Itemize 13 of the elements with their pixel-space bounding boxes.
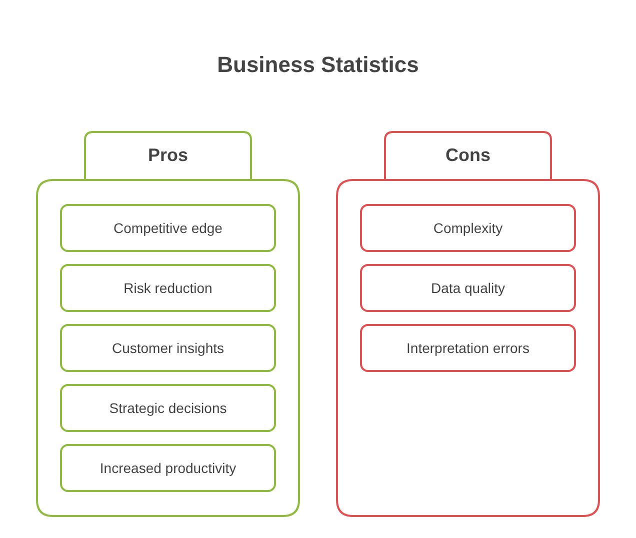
column-panel: [336, 131, 600, 517]
item-box: Strategic decisions: [60, 384, 276, 432]
diagram-title: Business Statistics: [216, 52, 420, 78]
column-panel: [36, 131, 300, 517]
item-box: Risk reduction: [60, 264, 276, 312]
item-box: Competitive edge: [60, 204, 276, 252]
item-box: Increased productivity: [60, 444, 276, 492]
item-box: Complexity: [360, 204, 576, 252]
item-box: Customer insights: [60, 324, 276, 372]
column-heading: Pros: [146, 145, 190, 166]
column-heading: Cons: [444, 145, 492, 166]
item-box: Interpretation errors: [360, 324, 576, 372]
item-box: Data quality: [360, 264, 576, 312]
